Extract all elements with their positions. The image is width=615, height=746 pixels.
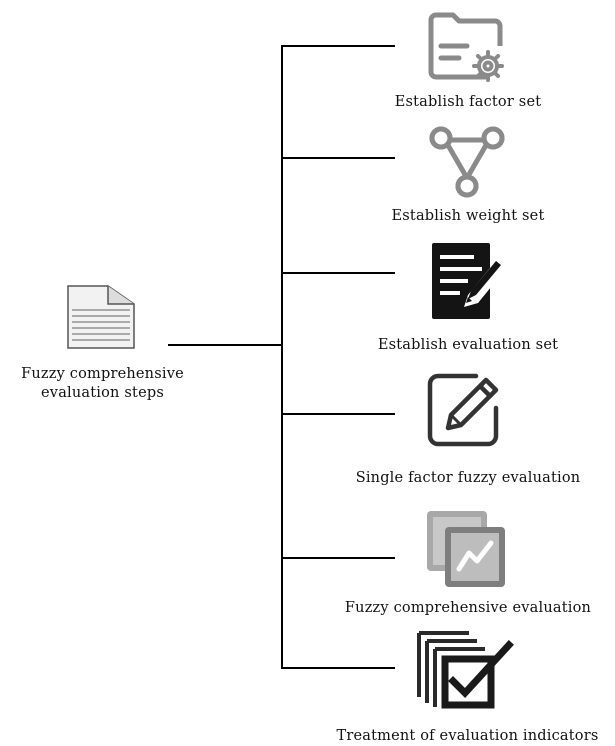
branch-1 [281, 45, 395, 47]
step-label-5: Fuzzy comprehensive evaluation [344, 600, 592, 616]
root-label-line1: Fuzzy comprehensive [21, 366, 184, 382]
step-label-6: Treatment of evaluation indicators [336, 728, 599, 744]
root-label-line2: evaluation steps [41, 385, 164, 401]
branch-5 [281, 557, 395, 559]
document-icon [66, 284, 136, 350]
pencil-square-icon [424, 368, 508, 450]
step-label-2: Establish weight set [391, 208, 545, 224]
branch-6 [281, 667, 395, 669]
trunk-line [281, 45, 283, 668]
stacked-checkbox-icon [415, 627, 515, 709]
folder-gear-icon [425, 6, 507, 82]
branch-2 [281, 157, 395, 159]
step-label-3: Establish evaluation set [377, 337, 559, 353]
step-label-4: Single factor fuzzy evaluation [355, 470, 581, 486]
root-connector [168, 344, 281, 346]
branch-4 [281, 413, 395, 415]
triangle-nodes-icon [427, 124, 507, 200]
step-label-1: Establish factor set [394, 94, 542, 110]
branch-3 [281, 272, 395, 274]
form-edit-icon [430, 241, 506, 321]
stacked-chart-icon [423, 507, 509, 591]
